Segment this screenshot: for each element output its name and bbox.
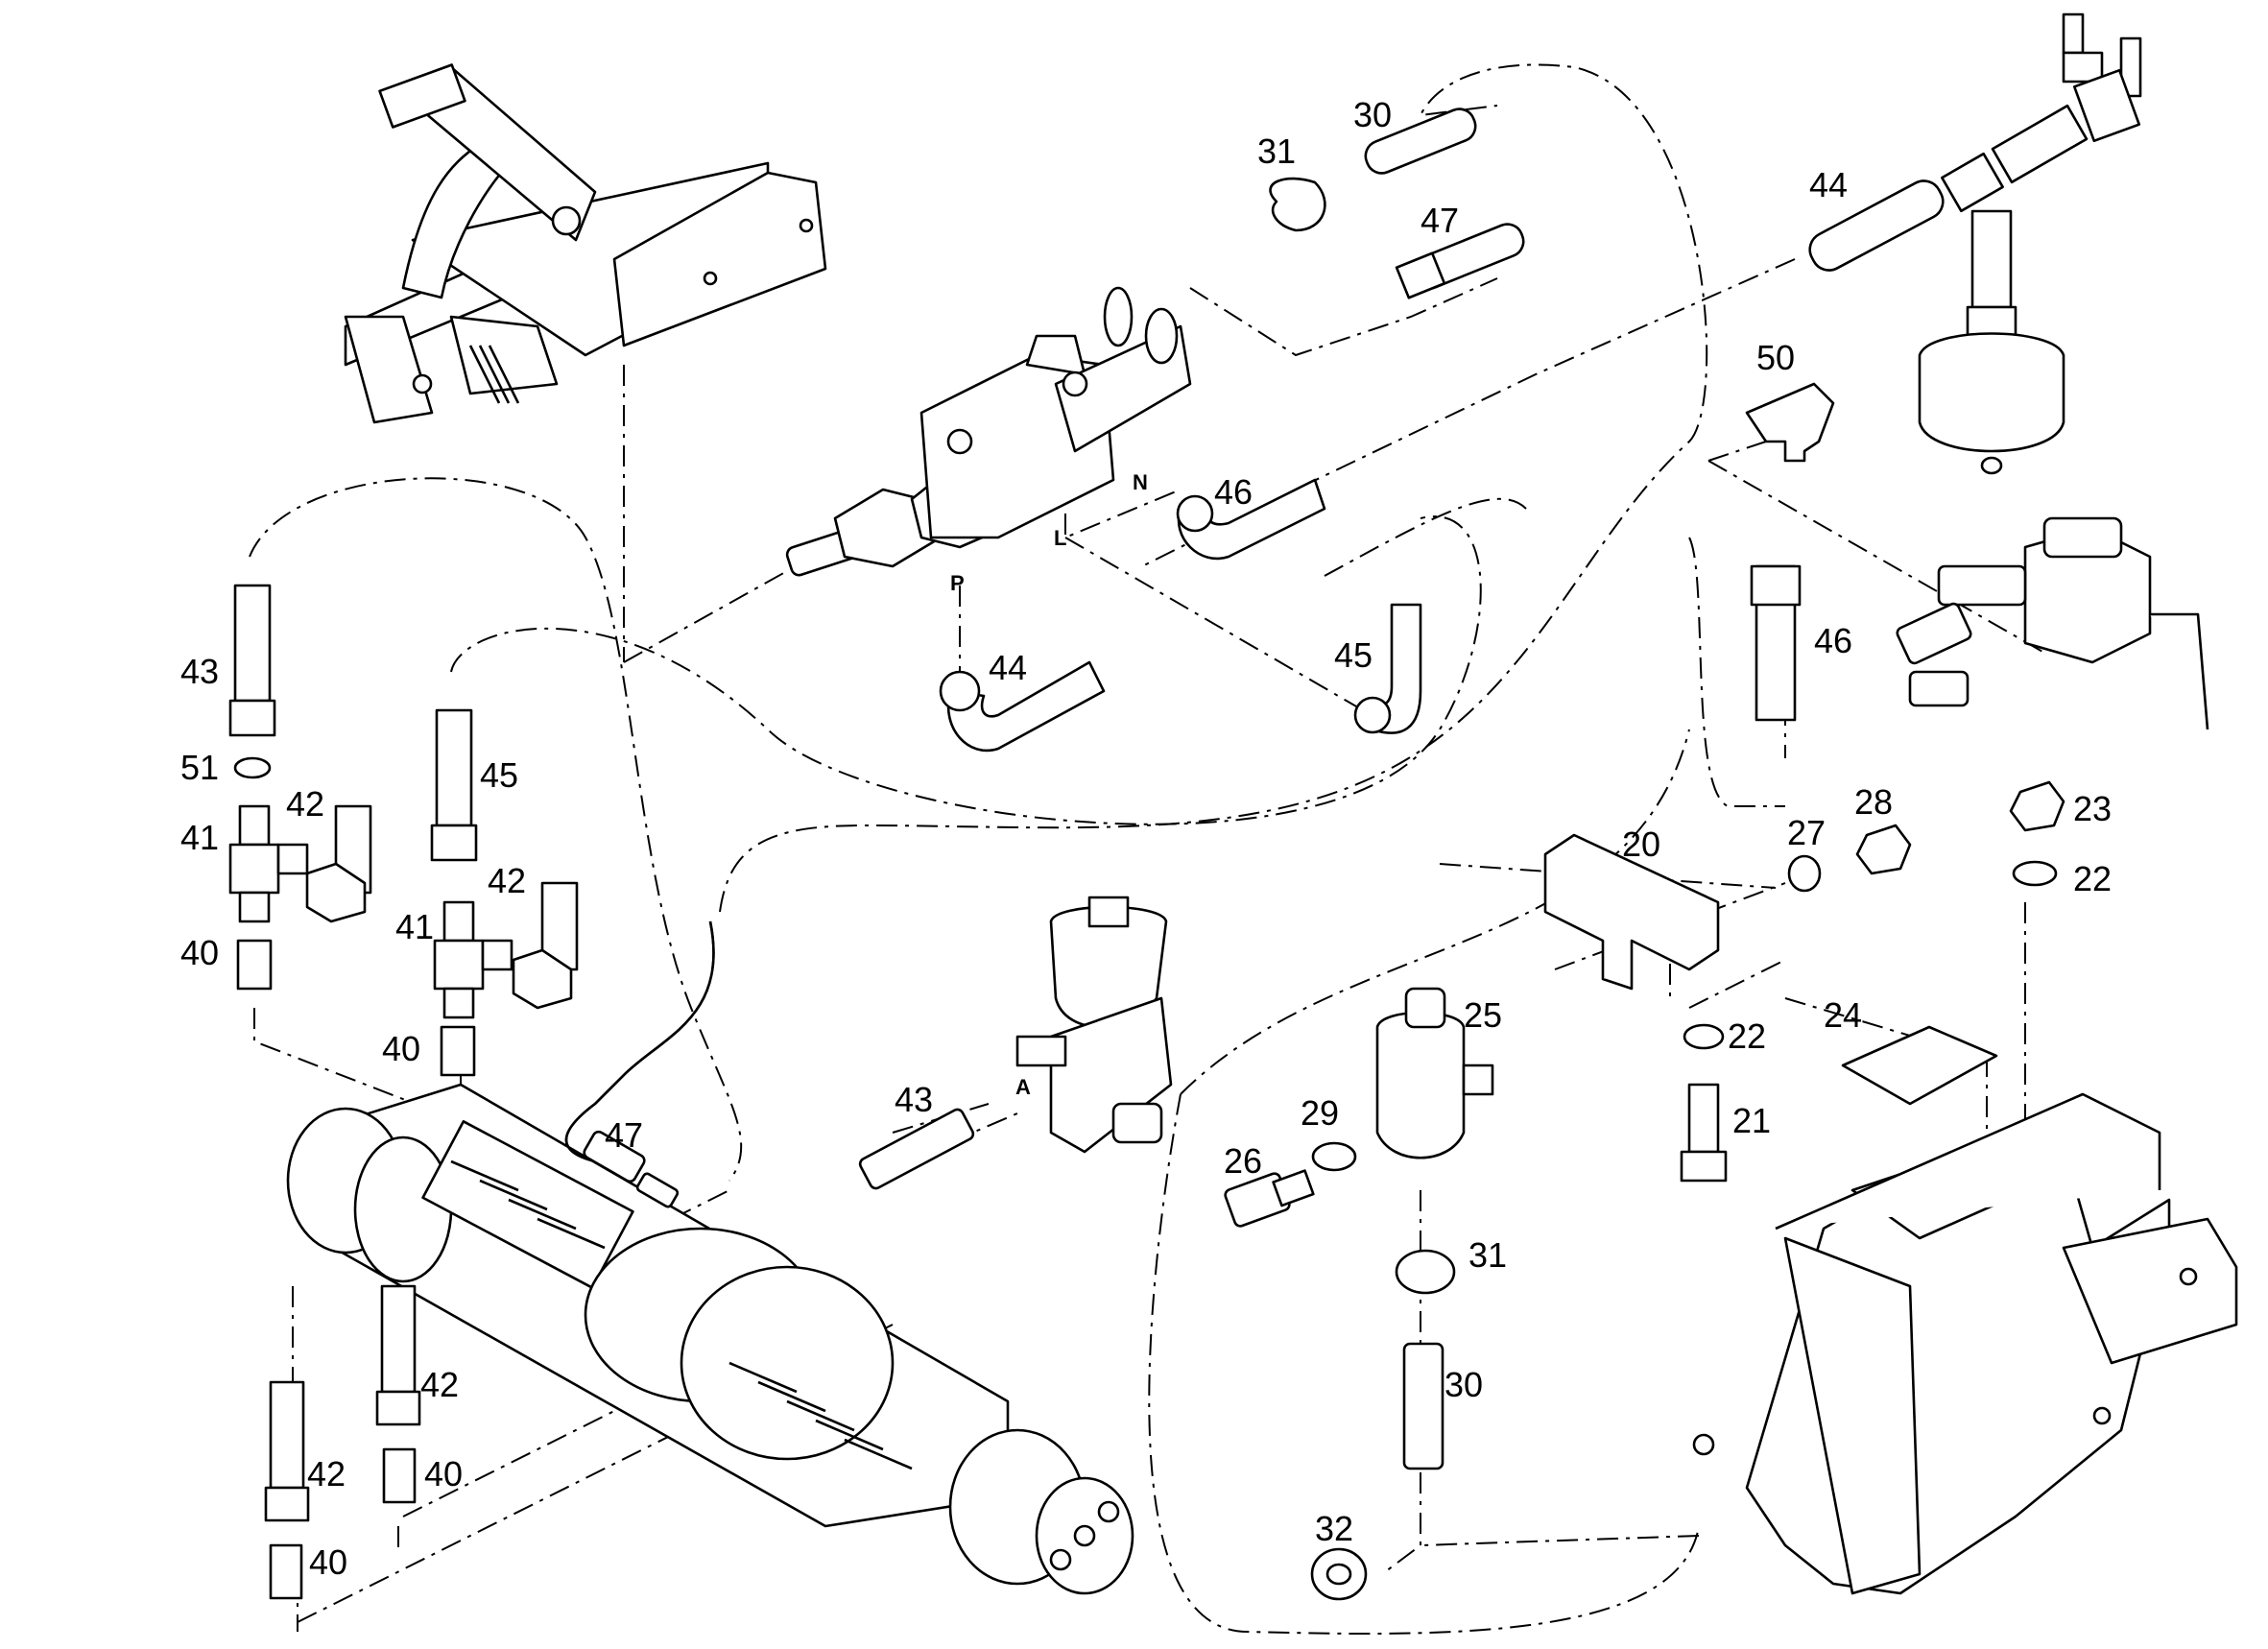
lower-left-fittings — [264, 1284, 421, 1600]
callout-31: 31 — [1468, 1235, 1507, 1275]
callout-25: 25 — [1464, 995, 1502, 1035]
callout-20: 20 — [1622, 824, 1660, 864]
callout-44: 44 — [1809, 165, 1848, 204]
callout-42: 42 — [420, 1365, 459, 1404]
port-label-n: N — [1133, 470, 1148, 494]
port-label-p: P — [950, 571, 965, 595]
routing-lines — [249, 63, 2112, 1635]
port-label-l: L — [1054, 526, 1066, 550]
t-fitting-50 — [1745, 382, 1835, 722]
callout-47: 47 — [1420, 201, 1459, 240]
port-label-a: A — [1015, 1075, 1031, 1099]
bracket-hardware — [1543, 780, 2065, 1183]
callout-45: 45 — [480, 755, 518, 795]
callout-22: 22 — [1728, 1016, 1766, 1056]
callout-31: 31 — [1257, 131, 1296, 171]
callout-47: 47 — [605, 1115, 643, 1155]
callout-28: 28 — [1854, 782, 1893, 822]
callout-41: 41 — [180, 818, 219, 857]
hydraulic-tank — [1692, 1092, 2238, 1595]
callout-45: 45 — [1334, 635, 1373, 675]
callout-23: 23 — [2073, 789, 2112, 828]
callout-50: 50 — [1756, 338, 1795, 377]
brake-valve-right — [1896, 516, 2209, 730]
brake-valve-accumulator — [858, 896, 1173, 1190]
callout-41: 41 — [395, 907, 434, 946]
callout-30: 30 — [1353, 95, 1392, 134]
callout-24: 24 — [1824, 995, 1862, 1035]
callout-22: 22 — [2073, 859, 2112, 898]
callout-27: 27 — [1787, 813, 1826, 852]
callout-44: 44 — [989, 648, 1027, 687]
accumulator-assembly-top-right — [1918, 12, 2142, 475]
callout-40: 40 — [382, 1029, 420, 1068]
brake-hose-47 — [564, 920, 715, 1208]
drive-axle — [286, 1083, 1134, 1595]
callout-51: 51 — [180, 748, 219, 787]
callout-29: 29 — [1301, 1093, 1339, 1133]
callout-43: 43 — [180, 652, 219, 691]
left-fittings — [228, 584, 579, 1077]
top-hoses — [939, 108, 1945, 753]
callout-42: 42 — [286, 784, 324, 824]
brake-fluid-reservoir — [1224, 987, 1494, 1601]
callout-46: 46 — [1814, 621, 1852, 660]
callout-numbers: 30 31 47 44 50 46 44 45 46 43 51 42 41 4… — [180, 95, 2112, 1582]
brake-master-cylinder — [785, 286, 1192, 577]
callout-42: 42 — [488, 861, 526, 900]
callout-40: 40 — [180, 933, 219, 972]
callout-21: 21 — [1732, 1101, 1771, 1140]
port-labels: P L N A — [950, 470, 1148, 1099]
callout-26: 26 — [1224, 1141, 1262, 1181]
brake-pedal-assembly — [344, 63, 827, 424]
callout-40: 40 — [309, 1542, 347, 1582]
callout-32: 32 — [1315, 1509, 1353, 1548]
callout-46: 46 — [1214, 472, 1253, 512]
callout-42: 42 — [307, 1454, 346, 1494]
callout-40: 40 — [424, 1454, 463, 1494]
callout-43: 43 — [895, 1080, 933, 1119]
callout-30: 30 — [1444, 1365, 1483, 1404]
